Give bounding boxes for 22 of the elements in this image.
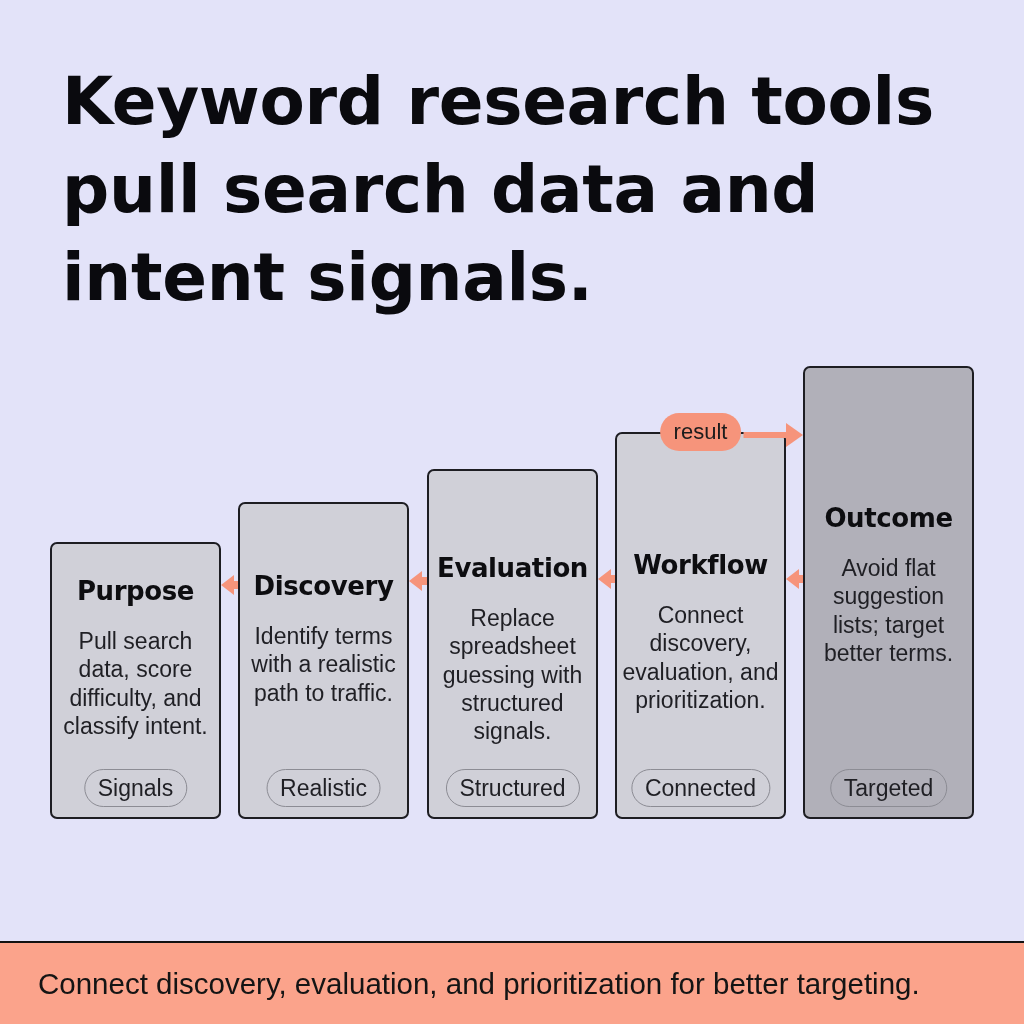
card-description: Replace spreadsheet guessing with structured signals. [441,604,584,746]
edge-label: result [659,413,742,451]
card-description: Avoid flat suggestion lists; target better terms. [822,554,955,668]
arrow [786,569,803,589]
arrow [409,571,427,591]
arrow [221,575,238,595]
step-card [427,469,598,819]
footer-caption: Connect discovery, evaluation, and prioritization for better targeting. [38,966,920,1001]
card-heading: Purpose [76,575,195,607]
card-heading: Workflow [633,549,768,581]
card-description: Identify terms with a realistic path to traffic. [250,622,397,707]
card-heading: Evaluation [437,552,588,584]
arrow [598,569,615,589]
page-title: Keyword research tools pull search data and intent signals. [62,62,935,318]
card-heading: Outcome [824,502,953,534]
step-card [50,542,221,819]
card-heading: Discovery [253,570,394,602]
step-card [238,502,409,819]
arrow [743,423,803,447]
step-card [803,366,974,819]
card-description: Pull search data, score difficulty, and classify intent. [62,627,209,741]
card-description: Connect discovery, evaluation, and prioritization. [621,601,780,715]
